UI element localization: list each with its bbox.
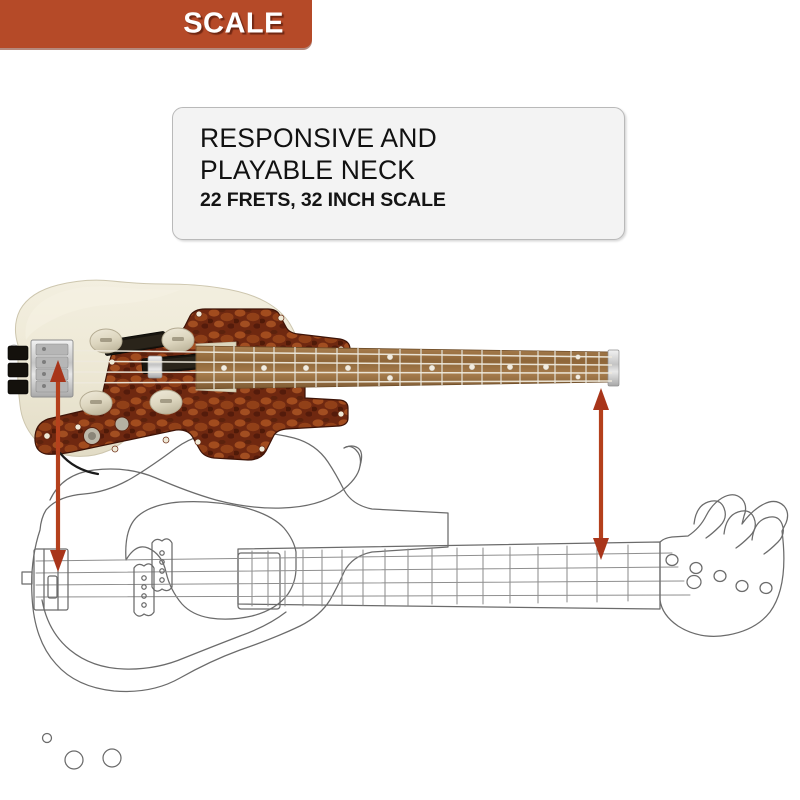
photo-pickup-cover-1	[111, 334, 165, 353]
photo-bridge	[7, 339, 74, 398]
photo-nut	[607, 349, 620, 387]
info-card-title: RESPONSIVE AND PLAYABLE NECK	[200, 123, 437, 185]
outline-pickup-split-lower	[133, 563, 155, 617]
outline-body	[31, 430, 449, 693]
photo-bridge-pickup	[147, 355, 163, 379]
outline-tuner-buttons	[693, 500, 784, 555]
outline-pickup-poles-upper	[159, 550, 165, 583]
photo-grommet	[114, 416, 130, 432]
outline-control-3	[102, 748, 122, 768]
annotation-arrows	[50, 360, 609, 572]
outline-control-2	[64, 750, 84, 770]
outline-upper-horn	[49, 445, 362, 509]
outline-strap-button	[21, 571, 33, 585]
bass-guitar-outline	[21, 430, 789, 770]
outline-frets	[251, 544, 629, 607]
photo-control-knobs	[79, 327, 195, 416]
outline-bridge-saddle	[47, 575, 58, 599]
bridge-scale-arrow	[50, 360, 66, 572]
photo-tailpiece	[7, 345, 29, 395]
nut-scale-arrow	[593, 388, 609, 560]
outline-lower-contour	[41, 599, 287, 670]
info-card: RESPONSIVE AND PLAYABLE NECK 22 FRETS, 3…	[172, 107, 625, 240]
bass-guitar-photo	[7, 279, 620, 476]
info-card-subtitle: 22 FRETS, 32 INCH SCALE	[200, 189, 446, 211]
photo-pickup-cover-2	[149, 355, 205, 372]
photo-cable	[58, 451, 100, 476]
scale-badge: SCALE	[0, 0, 312, 48]
outline-tuner-pegs	[665, 553, 773, 595]
photo-jack-hole	[88, 432, 96, 440]
outline-horn-tip	[343, 445, 363, 467]
info-card-content: RESPONSIVE AND PLAYABLE NECK 22 FRETS, 3…	[200, 122, 610, 212]
outline-control-small	[41, 732, 53, 744]
photo-body-highlight	[25, 286, 180, 340]
outline-bridge	[33, 548, 69, 611]
scale-badge-label: SCALE	[183, 7, 284, 40]
outline-fretboard	[237, 541, 661, 610]
outline-pickup-poles-lower	[141, 575, 147, 608]
outline-headstock	[659, 494, 789, 637]
photo-strings	[29, 349, 613, 384]
outline-pickup-split-upper	[151, 538, 173, 592]
